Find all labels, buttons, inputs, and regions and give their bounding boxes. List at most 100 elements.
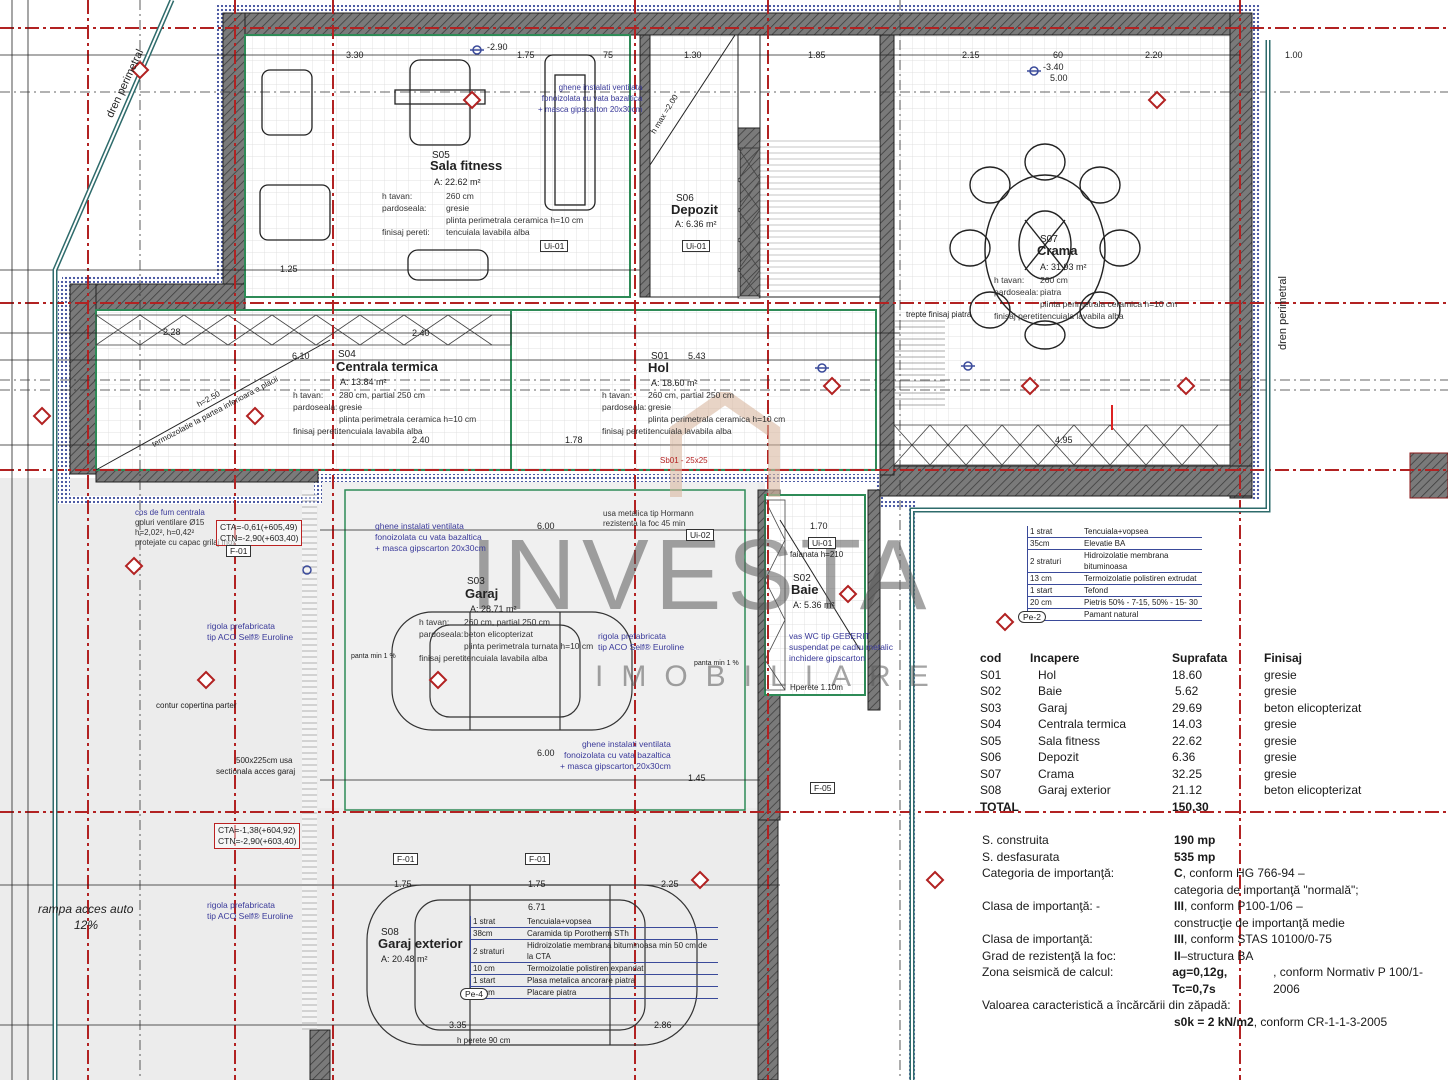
dim-335: 3.35: [449, 1020, 467, 1030]
dim-286: 2.86: [654, 1020, 672, 1030]
note-usa-sectionala-2: sectionala acces garaj: [216, 767, 296, 776]
watermark-subtext: IMOBILIARE: [595, 660, 947, 693]
room-spec-s07: h tavan:260 cm pardoseala:piatra plinta …: [994, 275, 1178, 321]
dim-60: 60: [1053, 50, 1064, 60]
room-code-s04: S04: [338, 349, 356, 360]
room-area-s03: A: 28.71 m²: [470, 604, 517, 614]
info-row: Zona seismică de calcul:ag=0,12g, Tc=0,7…: [982, 965, 1423, 996]
watermark-logo: [668, 388, 782, 502]
dim-175-a: 1.75: [394, 879, 412, 889]
watermark-text: INVESTA: [470, 519, 933, 631]
info-row: Clasa de importanţă: -III, conform P100-…: [982, 899, 1303, 913]
room-area-s06: A: 6.36 m²: [675, 219, 717, 229]
dim-175-top: 1.75: [517, 50, 535, 60]
note-dren-perimetral-right: dren perimetral: [1277, 276, 1289, 350]
room-code-s07: S07: [1040, 234, 1058, 245]
info-row: Clasa de importanţă:III, conform STAS 10…: [982, 932, 1332, 946]
room-code-s06: S06: [676, 193, 694, 204]
legend-header-finisaj: Finisaj: [1264, 651, 1303, 665]
level-box-2: CTA=-1,38(+604,92)CTN=-2,90(+603,40): [214, 823, 301, 849]
dim-215: 2.15: [962, 50, 980, 60]
level-value-3: 5.00: [1050, 73, 1068, 83]
note-contur-copertina: contur copertina parter: [156, 701, 237, 710]
dim-145: 1.45: [688, 773, 706, 783]
room-name-s03: Garaj: [465, 586, 499, 601]
level-box-1: CTA=-0,61(+605,49)CTN=-2,90(+603,40): [216, 520, 303, 546]
dim-240-a: 2.40: [412, 328, 430, 338]
tag-ui01-baie: Ui-01: [808, 537, 837, 549]
room-name-s06: Depozit: [671, 202, 718, 217]
tag-ui01-depozit: Ui-01: [682, 240, 711, 252]
dim-330: 3.30: [346, 50, 364, 60]
info-row: construcţie de importanţă medie: [1174, 915, 1345, 930]
dim-228: 2.28: [163, 327, 181, 337]
info-row: s0k = 2 kN/m2, conform CR-1-1-3-2005: [1174, 1014, 1388, 1029]
info-row: Grad de rezistenţă la foc:II –structura …: [982, 948, 1254, 963]
note-panta-2: panta min 1 %: [694, 660, 739, 667]
level-value-2: -3.40: [1043, 62, 1064, 72]
dim-175-b: 1.75: [528, 879, 546, 889]
dim-170: 1.70: [810, 521, 828, 531]
dim-185: 1.85: [808, 50, 826, 60]
room-spec-s01: h tavan:260 cm, partial 250 cm pardoseal…: [602, 390, 786, 436]
room-area-s02: A: 5.36 m²: [793, 600, 835, 610]
room-area-s07: A: 31.93 m²: [1040, 262, 1087, 272]
dim-240-b: 2.40: [412, 435, 430, 445]
tag-f05: F-05: [810, 782, 836, 794]
room-name-s04: Centrala termica: [336, 359, 438, 374]
room-name-s05: Sala fitness: [430, 158, 503, 173]
tag-pe2: Pe-2: [1018, 611, 1046, 623]
dim-75-top: 75: [603, 50, 614, 60]
room-name-s01: Hol: [648, 360, 669, 375]
dim-600: 6.00: [537, 521, 555, 531]
dim-610: 6.10: [292, 351, 310, 361]
room-code-s08: S08: [381, 927, 399, 938]
legend-header-suprafata: Suprafata: [1172, 651, 1228, 665]
dim-125: 1.25: [280, 264, 298, 274]
tag-f01-b: F-01: [393, 853, 419, 865]
tag-pe4: Pe-4: [460, 988, 488, 1000]
note-panta-1: panta min 1 %: [351, 653, 396, 660]
dim-671: 6.71: [528, 902, 546, 912]
info-row: Valoarea caracteristică a încărcării din…: [982, 998, 1231, 1012]
dim-178: 1.78: [565, 435, 583, 445]
note-sb01: Sb01 - 25x25: [660, 456, 708, 465]
legend-header-cod: cod: [980, 651, 1002, 665]
dim-100: 1.00: [1285, 50, 1303, 60]
note-faianata: faianata h=210: [790, 550, 844, 559]
note-usa-sectionala-1: 500x225cm usa: [236, 756, 293, 765]
level-value-1: -2.90: [487, 42, 508, 52]
info-row: Categoria de importanţă:C, conform HG 76…: [982, 866, 1305, 880]
room-code-s02: S02: [793, 573, 811, 584]
tag-ui02: Ui-02: [686, 529, 715, 541]
dim-225: 2.25: [661, 879, 679, 889]
tag-ui01-fitness: Ui-01: [540, 240, 569, 252]
room-area-s01: A: 18.60 m²: [651, 378, 698, 388]
dim-600-b: 6.00: [537, 748, 555, 758]
tag-f01-c: F-01: [525, 853, 551, 865]
note-trepte: trepte finisaj piatra: [906, 310, 972, 319]
